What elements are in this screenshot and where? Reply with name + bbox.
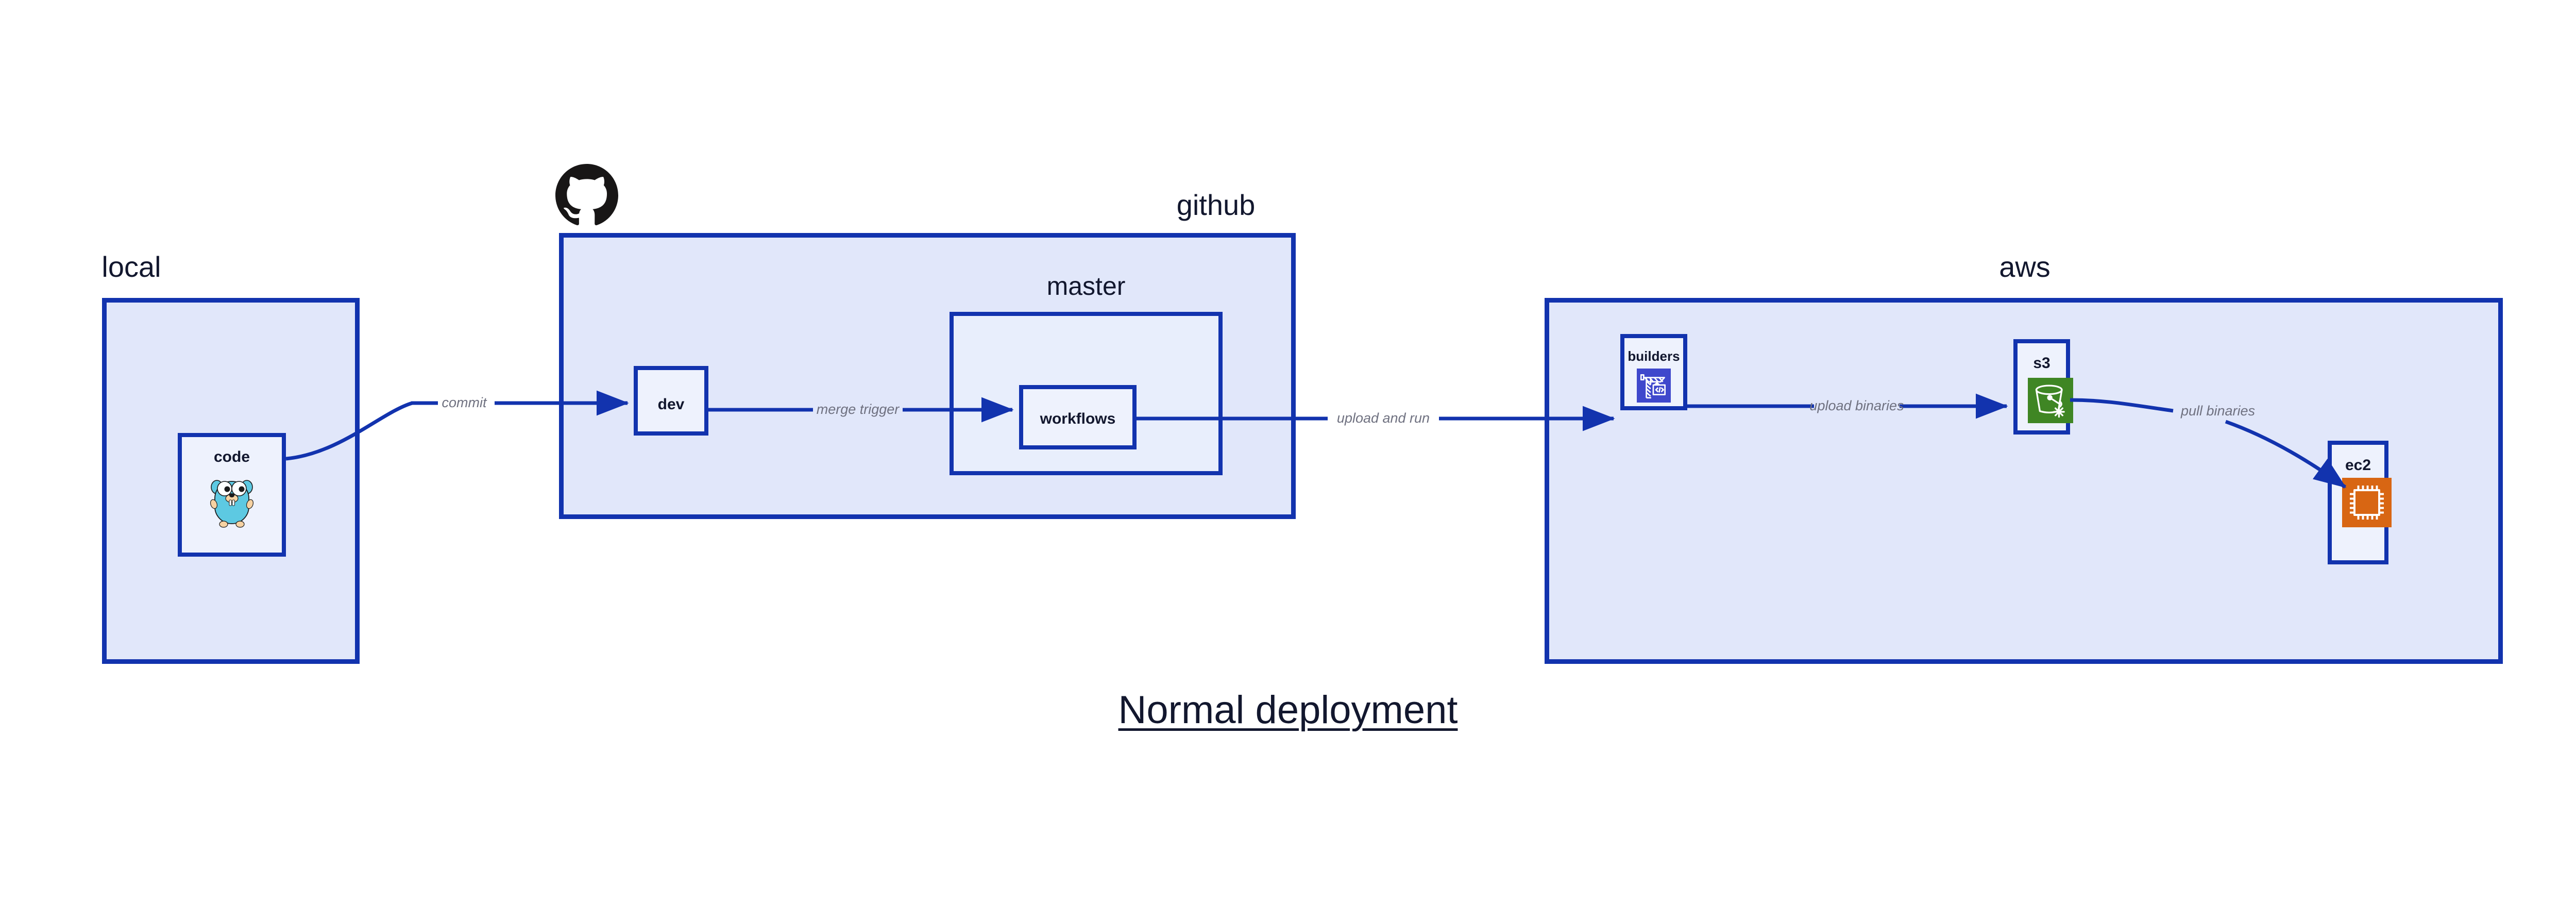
edge-label-upload-binaries: upload binaries [1809, 398, 1904, 413]
group-label-github: github [1176, 189, 1256, 221]
node-label-code: code [213, 448, 250, 465]
aws-s3-bucket-icon [2028, 378, 2073, 423]
node-label-s3: s3 [2033, 355, 2050, 372]
edge-label-pull-binaries: pull binaries [2180, 403, 2256, 419]
node-dev[interactable] [634, 366, 708, 436]
node-label-workflows: workflows [1040, 410, 1116, 427]
edge-label-merge-trigger: merge trigger [816, 402, 900, 417]
group-label-local: local [101, 250, 161, 283]
github-octocat-icon [555, 164, 618, 227]
node-label-ec2: ec2 [2345, 457, 2371, 474]
subgroup-label-master: master [1046, 272, 1126, 300]
group-label-aws: aws [1999, 250, 2050, 283]
node-label-builders: builders [1628, 348, 1680, 364]
aws-ec2-chip-icon [2342, 478, 2392, 527]
node-workflows[interactable] [1019, 385, 1137, 449]
diagram-title: Normal deployment [1118, 688, 1458, 732]
edge-label-commit: commit [442, 395, 487, 410]
aws-codebuild-crane-icon [1637, 369, 1671, 403]
node-label-dev: dev [657, 396, 685, 413]
go-gopher-icon [206, 470, 258, 528]
edge-label-upload-and-run: upload and run [1336, 410, 1430, 426]
